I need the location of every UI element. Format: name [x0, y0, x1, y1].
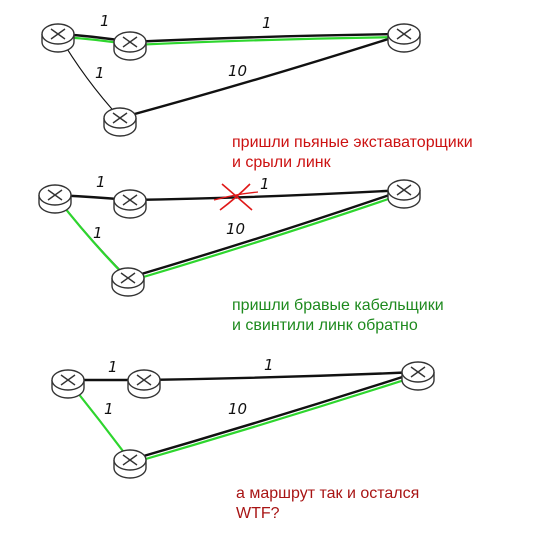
caption-cablemen: пришли бравые кабельщики и свинтили линк…: [232, 296, 444, 336]
link-cost-d-c: 10: [228, 62, 247, 80]
link-cost-b-c: 1: [264, 356, 274, 374]
link-cost-a-b: 1: [108, 358, 118, 376]
panel-link-restored: 1 1 1 10: [51, 356, 435, 479]
caption-result: а маршрут так и остался WTF?: [236, 484, 419, 524]
link-cost-b-c: 1: [262, 14, 272, 32]
router-x-icon: [112, 112, 128, 124]
panel-link-cut: 1 1 1 10: [38, 173, 421, 297]
router-x-icon: [410, 366, 426, 378]
router-c: [387, 23, 421, 53]
link-cut-x-mark: [213, 183, 259, 211]
router-b: [127, 369, 161, 399]
router-x-icon: [122, 36, 138, 48]
panel-normal-routing: 1 1 1 10: [41, 12, 421, 137]
link-cost-a-d: 1: [104, 400, 114, 418]
link-cost-d-c: 10: [228, 400, 247, 418]
router-b: [113, 189, 147, 219]
link-cost-a-d: 1: [93, 224, 103, 242]
router-x-icon: [396, 28, 412, 40]
caption-cablemen-line2: и свинтили линк обратно: [232, 317, 418, 334]
link-cost-a-b: 1: [100, 12, 110, 30]
router-a: [51, 369, 85, 399]
link-bc: [128, 188, 406, 202]
link-dc: [126, 188, 406, 280]
caption-result-line2: WTF?: [236, 505, 280, 522]
caption-excavators-line1: пришли пьяные экставаторщики: [232, 134, 473, 151]
caption-excavators-line2: и срыли линк: [232, 154, 331, 171]
link-bc: [128, 32, 406, 44]
caption-excavators: пришли пьяные экставаторщики и срыли лин…: [232, 133, 473, 173]
router-x-icon: [60, 374, 76, 386]
route-segment-dc: [130, 373, 422, 465]
router-d: [113, 449, 147, 479]
router-a: [41, 23, 75, 53]
router-x-icon: [136, 374, 152, 386]
link-dc: [128, 370, 420, 462]
caption-cablemen-line1: пришли бравые кабельщики: [232, 297, 444, 314]
link-cost-a-d: 1: [95, 64, 105, 82]
router-d: [103, 107, 137, 137]
router-c: [387, 179, 421, 209]
router-x-icon: [122, 194, 138, 206]
route-segment-bc: [130, 35, 408, 47]
router-x-icon: [50, 28, 66, 40]
route-segment-dc: [128, 191, 408, 283]
router-x-icon: [47, 189, 63, 201]
link-cost-a-b: 1: [96, 173, 106, 191]
link-cost-b-c: 1: [260, 175, 270, 193]
router-x-icon: [396, 184, 412, 196]
caption-result-line1: а маршрут так и остался: [236, 485, 420, 502]
router-a: [38, 184, 72, 214]
link-dc: [118, 32, 406, 120]
router-x-icon: [122, 454, 138, 466]
link-bc: [142, 370, 420, 382]
link-cost-d-c: 10: [226, 220, 245, 238]
router-c: [401, 361, 435, 391]
router-b: [113, 31, 147, 61]
router-x-icon: [120, 272, 136, 284]
router-d: [111, 267, 145, 297]
